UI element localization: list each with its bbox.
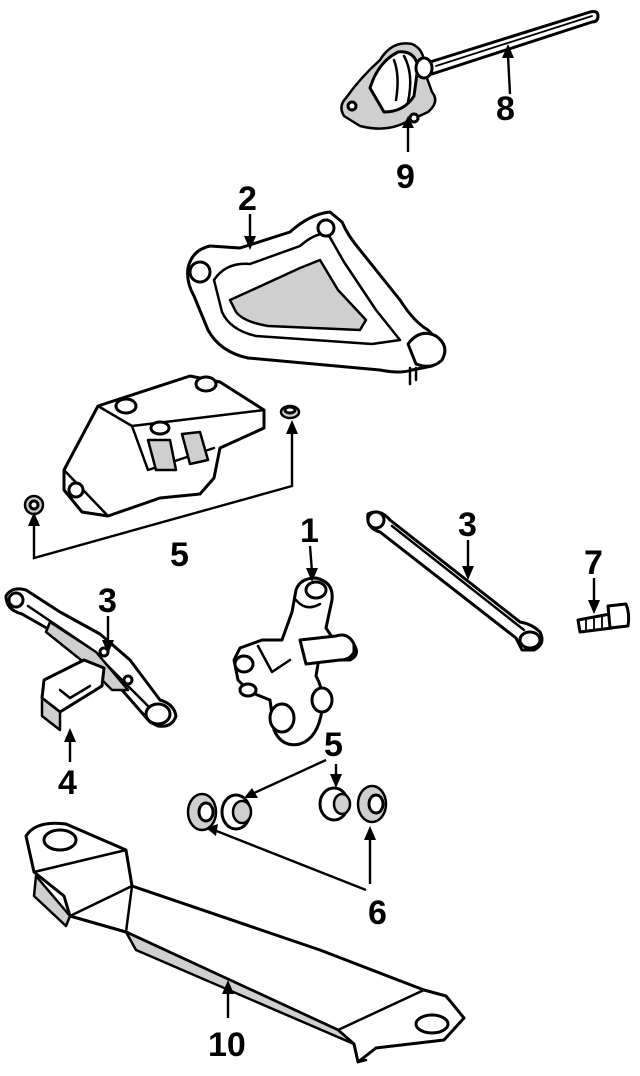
label-bushing-set-left: 5	[170, 536, 189, 574]
label-bushing-6: 6	[368, 894, 387, 932]
strut-rod-right	[366, 510, 544, 652]
frame-bracket	[62, 374, 266, 518]
upper-control-arm	[186, 210, 447, 386]
steering-knuckle	[232, 576, 358, 747]
bolt	[576, 602, 631, 634]
label-bumper: 4	[58, 764, 77, 802]
nut-right	[279, 404, 301, 420]
label-bracket: 9	[396, 158, 415, 196]
bushing-3	[318, 786, 352, 822]
bumper-stop	[40, 658, 106, 732]
bushing-2	[220, 793, 253, 831]
label-upper-arm: 2	[238, 180, 257, 218]
bushing-4	[356, 784, 388, 824]
stabilizer-bar	[428, 10, 600, 76]
label-crossmember: 10	[208, 1026, 246, 1064]
label-strut-rod-right: 3	[458, 506, 477, 544]
strut-rod-left	[4, 587, 178, 728]
nut-left	[23, 494, 45, 516]
label-bolt: 7	[584, 544, 603, 582]
leader-lines	[28, 44, 600, 1018]
stabilizer-bracket	[340, 42, 437, 130]
label-strut-rod-left: 3	[98, 582, 117, 620]
label-knuckle: 1	[300, 512, 319, 550]
label-bushing-set-right: 5	[324, 726, 343, 764]
bushing-1	[186, 792, 218, 832]
crossmember	[24, 821, 466, 1064]
label-stabilizer-bar: 8	[496, 90, 515, 128]
